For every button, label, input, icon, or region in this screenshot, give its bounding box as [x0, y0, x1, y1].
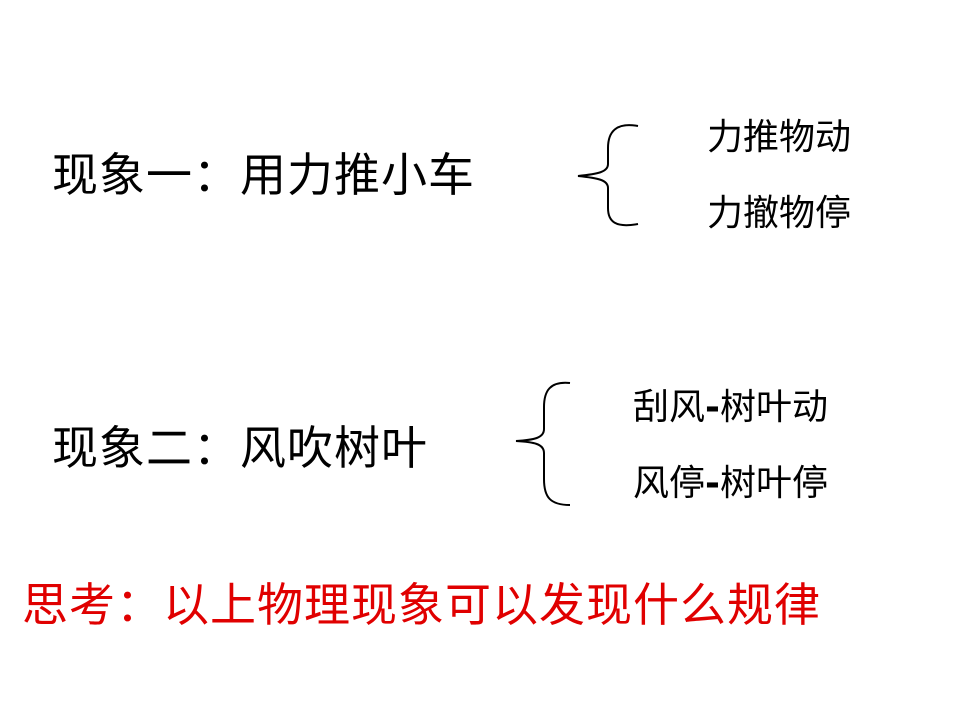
phenomenon-two-label: 现象二：风吹树叶: [52, 421, 428, 475]
detail-cause: 风停: [633, 463, 706, 504]
phenomenon-two-detail-wind: 刮风-树叶动: [633, 390, 828, 426]
reflection-question: 思考：以上物理现象可以发现什么规律: [22, 578, 821, 632]
detail-dash: -: [705, 463, 720, 504]
phenomenon-one-detail-push: 力推物动: [707, 117, 852, 158]
detail-effect: 树叶停: [719, 463, 828, 504]
phenomenon-one-detail-stop: 力撤物停: [707, 193, 852, 234]
detail-effect: 树叶动: [719, 387, 828, 428]
detail-cause: 刮风: [633, 387, 706, 428]
phenomenon-one-label: 现象一：用力推小车: [52, 148, 475, 202]
left-brace-one: [577, 124, 639, 227]
phenomenon-two-detail-calm: 风停-树叶停: [633, 466, 828, 502]
detail-dash: -: [705, 387, 720, 428]
left-brace-two: [515, 381, 571, 506]
